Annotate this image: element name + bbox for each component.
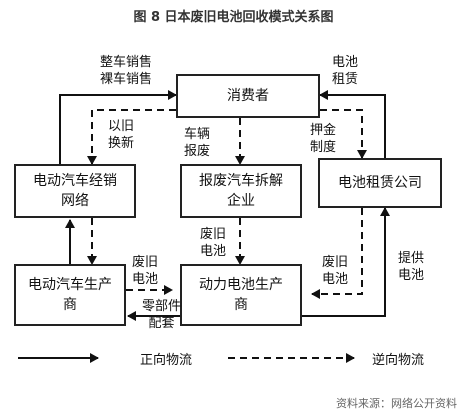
arrow-rental-to-consumer: [319, 90, 386, 163]
label-provide-battery: 提供 电池: [398, 251, 425, 283]
node-battery-maker: 动力电池生产 商: [180, 264, 302, 326]
legend-reverse-label: 逆向物流: [372, 353, 425, 368]
node-ev-dealer: 电动汽车经销 网络: [14, 164, 136, 218]
node-consumer: 消费者: [176, 74, 320, 118]
legend-forward-label: 正向物流: [140, 353, 193, 368]
node-scrap-company: 报废汽车拆解 企业: [180, 164, 302, 218]
label-used-battery-rental: 废旧 电池: [322, 255, 349, 287]
source-note: 资料来源：网络公开资料: [336, 397, 457, 410]
arrow-provide-battery: [302, 207, 390, 317]
label-used-battery-maker: 废旧 电池: [132, 255, 159, 287]
label-used-battery-scrap: 废旧 电池: [200, 227, 227, 259]
diagram-title: 图 8 日本废旧电池回收模式关系图: [133, 10, 334, 25]
label-scrapped: 车辆 报废: [184, 127, 211, 159]
label-parts: 零部件 配套: [142, 299, 182, 331]
label-trade-in: 以旧 换新: [108, 119, 135, 151]
arrow-deposit: [320, 109, 367, 159]
label-deposit: 押金 制度: [310, 123, 337, 155]
label-sales: 整车销售 裸车销售: [100, 55, 153, 87]
node-ev-maker: 电动汽车生产 商: [14, 264, 126, 326]
label-battery-rental: 电池 租赁: [332, 55, 359, 87]
arrow-trade-in: [87, 109, 176, 165]
node-rental-company: 电池租赁公司: [318, 158, 442, 208]
arrow-used-battery-from-rental: [311, 208, 363, 299]
arrow-sales-to-consumer: [59, 90, 177, 174]
